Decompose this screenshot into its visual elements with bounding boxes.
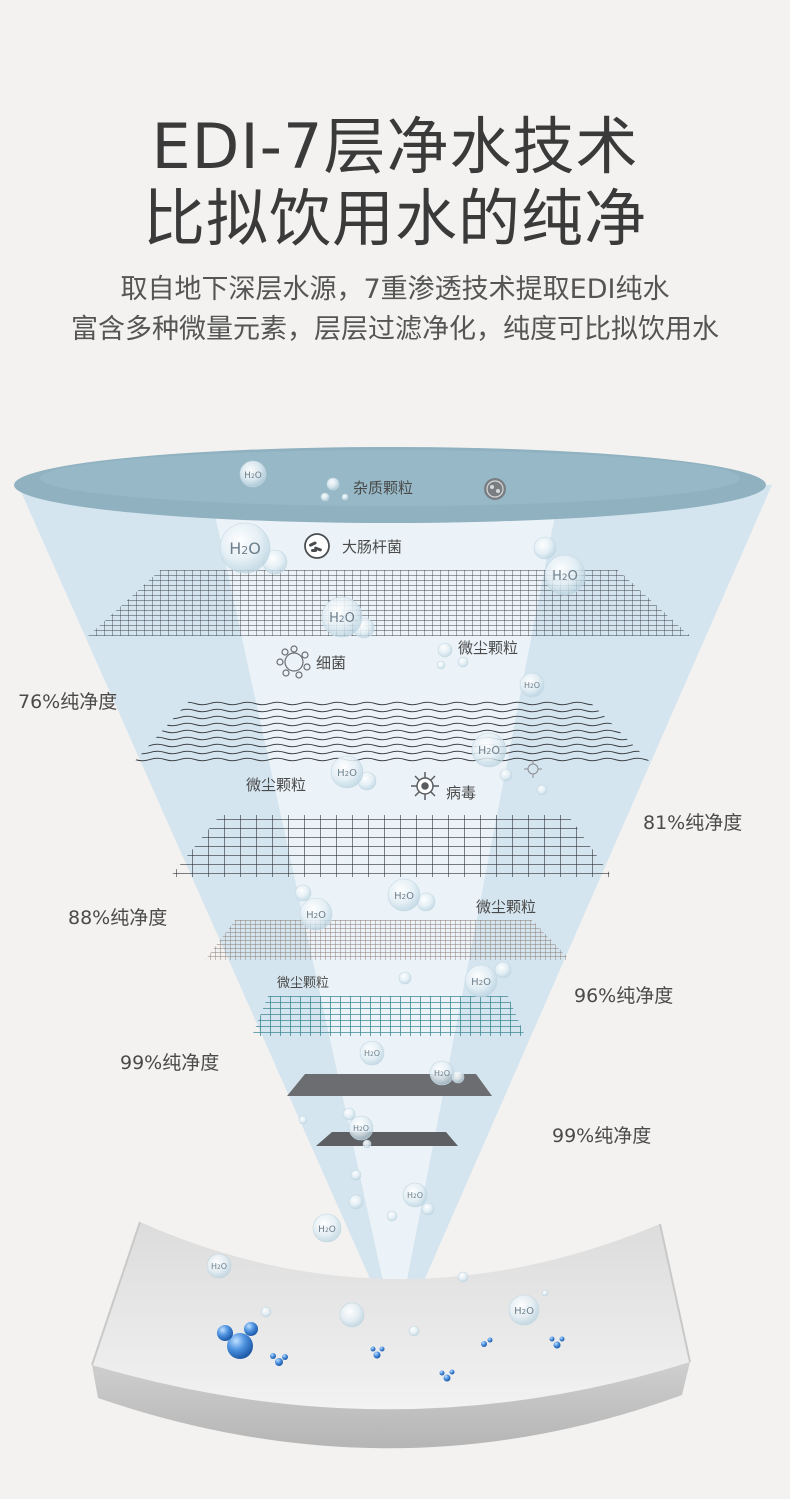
svg-text:H2O: H2O (407, 1191, 423, 1200)
svg-text:H2O: H2O (329, 611, 355, 626)
h2o-molecules: H2O H2O H2O H2O H2O H2O (206, 460, 586, 1326)
h2o-bubble: H2O (519, 672, 545, 698)
subtitle-line2: 富含多种微量元素，层层过滤净化，纯度可比拟饮用水 (71, 314, 719, 345)
svg-text:H2O: H2O (244, 471, 262, 481)
filter-layer-2-wave (134, 700, 650, 762)
bubbles (260, 477, 557, 1337)
label-dust-particles-2: 微尘颗粒 (246, 776, 306, 794)
filter-layer-7-solid (316, 1132, 458, 1146)
svg-text:H2O: H2O (524, 681, 540, 690)
small-virus-icon (524, 760, 542, 778)
h2o-bubble: H2O (464, 964, 498, 998)
label-impurity-particles: 杂质颗粒 (353, 479, 413, 497)
purity-81: 81%纯净度 (643, 812, 742, 834)
subtitle-line1: 取自地下深层水源，7重渗透技术提取EDI纯水 (120, 274, 670, 305)
label-dust-particles-1: 微尘颗粒 (458, 639, 518, 657)
impurity-particle-icon (484, 478, 506, 500)
purity-99-right: 99%纯净度 (552, 1125, 651, 1147)
virus-icon (411, 772, 439, 800)
h2o-bubble: H2O (387, 878, 421, 912)
headline-line1: EDI-7层净水技术 (151, 110, 639, 183)
h2o-bubble: H2O (429, 1060, 455, 1086)
svg-text:H2O: H2O (471, 977, 491, 988)
h2o-bubble: H2O (330, 755, 364, 789)
svg-text:H2O: H2O (434, 1069, 450, 1078)
h2o-bubble: H2O (544, 554, 586, 596)
filter-layer-5-teal (252, 996, 525, 1036)
h2o-bubble: H2O (359, 1040, 385, 1066)
svg-text:H2O: H2O (394, 891, 414, 902)
h2o-bubble: H2O (508, 1294, 540, 1326)
label-ecoli: 大肠杆菌 (342, 538, 402, 556)
h2o-bubble: H2O (321, 596, 363, 638)
svg-text:H2O: H2O (306, 910, 326, 921)
mineral-molecules (217, 1322, 565, 1382)
svg-text:H2O: H2O (364, 1049, 380, 1058)
purity-88: 88%纯净度 (68, 907, 167, 929)
label-bacteria: 细菌 (316, 654, 346, 672)
svg-text:H2O: H2O (337, 768, 357, 779)
svg-text:H2O: H2O (552, 569, 578, 584)
headline-line2: 比拟饮用水的纯净 (142, 182, 647, 255)
svg-text:H2O: H2O (353, 1124, 369, 1133)
svg-text:H2O: H2O (229, 539, 261, 558)
purity-76: 76%纯净度 (18, 691, 117, 713)
bacteria-icon (276, 645, 311, 679)
label-virus: 病毒 (446, 784, 476, 802)
svg-text:H2O: H2O (318, 1225, 336, 1235)
filter-layer-3-grid (170, 815, 612, 877)
svg-text:H2O: H2O (211, 1262, 227, 1271)
water-basin (91, 1221, 691, 1449)
h2o-bubble: H2O (299, 897, 333, 931)
h2o-bubble: H2O (402, 1182, 428, 1208)
svg-text:H2O: H2O (478, 744, 500, 757)
h2o-bubble: H2O (348, 1115, 374, 1141)
h2o-bubble: H2O (471, 732, 507, 768)
ecoli-icon (304, 533, 330, 559)
filter-layer-4-brown (205, 920, 570, 960)
filter-layer-1-mesh (88, 570, 690, 636)
purity-99-left: 99%纯净度 (120, 1052, 219, 1074)
purity-96: 96%纯净度 (574, 985, 673, 1007)
label-dust-particles-4: 微尘颗粒 (277, 976, 329, 991)
h2o-bubble: H2O (219, 522, 271, 574)
h2o-bubble: H2O (239, 460, 267, 488)
label-dust-particles-3: 微尘颗粒 (476, 898, 536, 916)
h2o-bubble: H2O (206, 1253, 232, 1279)
h2o-bubble: H2O (312, 1213, 342, 1243)
svg-text:H2O: H2O (514, 1306, 534, 1317)
